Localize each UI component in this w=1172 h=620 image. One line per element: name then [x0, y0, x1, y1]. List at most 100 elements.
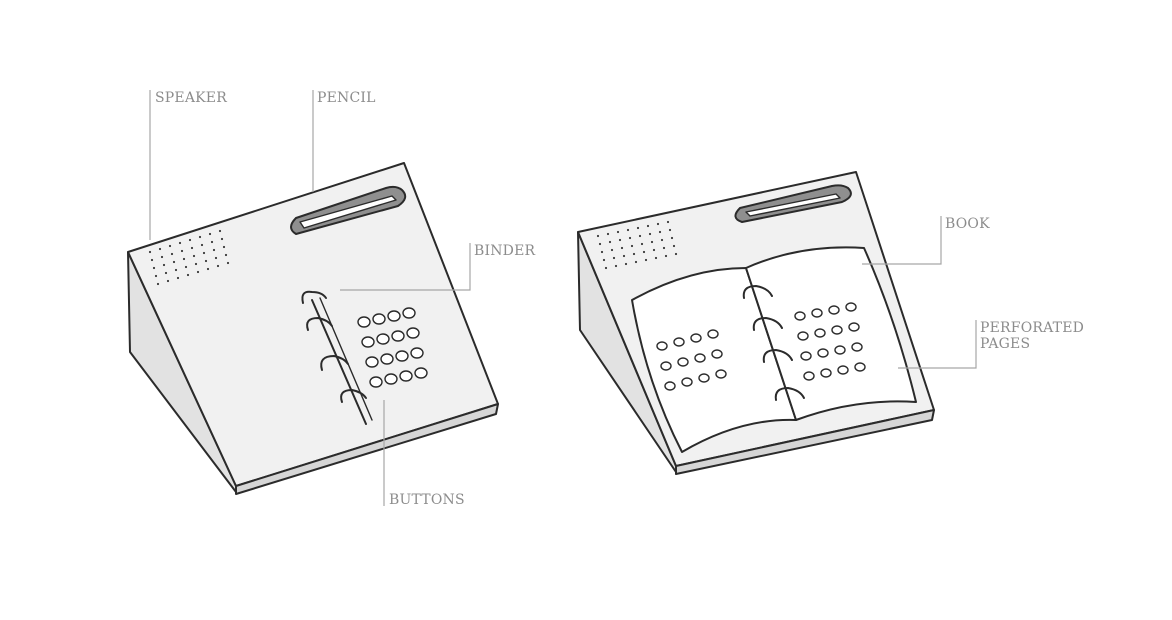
device-button [377, 334, 389, 344]
speaker-hole [219, 230, 221, 232]
speaker-hole [163, 264, 165, 266]
speaker-hole [625, 263, 627, 265]
speaker-hole [153, 267, 155, 269]
device-button [362, 337, 374, 347]
speaker-hole [203, 252, 205, 254]
perforation-hole [818, 349, 828, 357]
perforation-hole [695, 354, 705, 362]
device-button [370, 377, 382, 387]
speaker-hole [215, 257, 217, 259]
speaker-hole [667, 221, 669, 223]
speaker-hole [669, 229, 671, 231]
speaker-hole [179, 242, 181, 244]
speaker-hole [205, 260, 207, 262]
speaker-hole [207, 268, 209, 270]
device-button [411, 348, 423, 358]
speaker-hole [647, 225, 649, 227]
label-buttons: BUTTONS [389, 492, 465, 508]
speaker-hole [609, 241, 611, 243]
speaker-hole [191, 247, 193, 249]
speaker-hole [189, 239, 191, 241]
speaker-hole [655, 257, 657, 259]
speaker-hole [653, 249, 655, 251]
speaker-hole [217, 265, 219, 267]
speaker-hole [611, 249, 613, 251]
label-binder: BINDER [474, 243, 536, 259]
device-button [403, 308, 415, 318]
speaker-hole [149, 251, 151, 253]
perforation-hole [716, 370, 726, 378]
speaker-hole [621, 247, 623, 249]
device-button [392, 331, 404, 341]
perforation-hole [801, 352, 811, 360]
speaker-hole [641, 243, 643, 245]
device-button [366, 357, 378, 367]
speaker-hole [209, 233, 211, 235]
speaker-hole [199, 236, 201, 238]
speaker-hole [639, 235, 641, 237]
label-speaker: SPEAKER [155, 90, 227, 106]
speaker-hole [615, 265, 617, 267]
label-perforated-line2: PAGES [980, 336, 1030, 352]
speaker-hole [627, 229, 629, 231]
speaker-hole [193, 255, 195, 257]
speaker-hole [161, 256, 163, 258]
perforation-hole [674, 338, 684, 346]
speaker-hole [601, 251, 603, 253]
perforation-hole [855, 363, 865, 371]
speaker-hole [635, 261, 637, 263]
speaker-hole [619, 239, 621, 241]
speaker-hole [623, 255, 625, 257]
device-button [400, 371, 412, 381]
speaker-hole [661, 239, 663, 241]
perforation-hole [815, 329, 825, 337]
speaker-hole [663, 247, 665, 249]
perforation-hole [838, 366, 848, 374]
speaker-hole [631, 245, 633, 247]
speaker-hole [169, 245, 171, 247]
speaker-hole [597, 235, 599, 237]
speaker-hole [607, 233, 609, 235]
label-perforated-line1: PERFORATED [980, 320, 1084, 336]
perforation-hole [852, 343, 862, 351]
perforation-hole [665, 382, 675, 390]
speaker-hole [603, 259, 605, 261]
speaker-hole [617, 231, 619, 233]
speaker-hole [177, 277, 179, 279]
speaker-hole [151, 259, 153, 261]
device-button [381, 354, 393, 364]
speaker-hole [173, 261, 175, 263]
perforation-hole [804, 372, 814, 380]
device-button [385, 374, 397, 384]
speaker-hole [643, 251, 645, 253]
speaker-hole [225, 254, 227, 256]
device-button [415, 368, 427, 378]
speaker-hole [175, 269, 177, 271]
speaker-hole [187, 274, 189, 276]
speaker-hole [159, 248, 161, 250]
perforation-hole [798, 332, 808, 340]
perforation-hole [661, 362, 671, 370]
speaker-hole [671, 237, 673, 239]
speaker-hole [197, 271, 199, 273]
speaker-hole [213, 249, 215, 251]
device-button [373, 314, 385, 324]
speaker-hole [165, 272, 167, 274]
speaker-hole [675, 253, 677, 255]
speaker-hole [223, 246, 225, 248]
device-button [396, 351, 408, 361]
label-pencil: PENCIL [317, 90, 376, 106]
speaker-hole [185, 266, 187, 268]
speaker-hole [673, 245, 675, 247]
speaker-hole [195, 263, 197, 265]
speaker-hole [649, 233, 651, 235]
speaker-hole [181, 250, 183, 252]
speaker-hole [599, 243, 601, 245]
perforation-hole [835, 346, 845, 354]
perforation-hole [682, 378, 692, 386]
speaker-hole [633, 253, 635, 255]
perforation-hole [795, 312, 805, 320]
right-device [578, 172, 934, 474]
perforation-hole [712, 350, 722, 358]
